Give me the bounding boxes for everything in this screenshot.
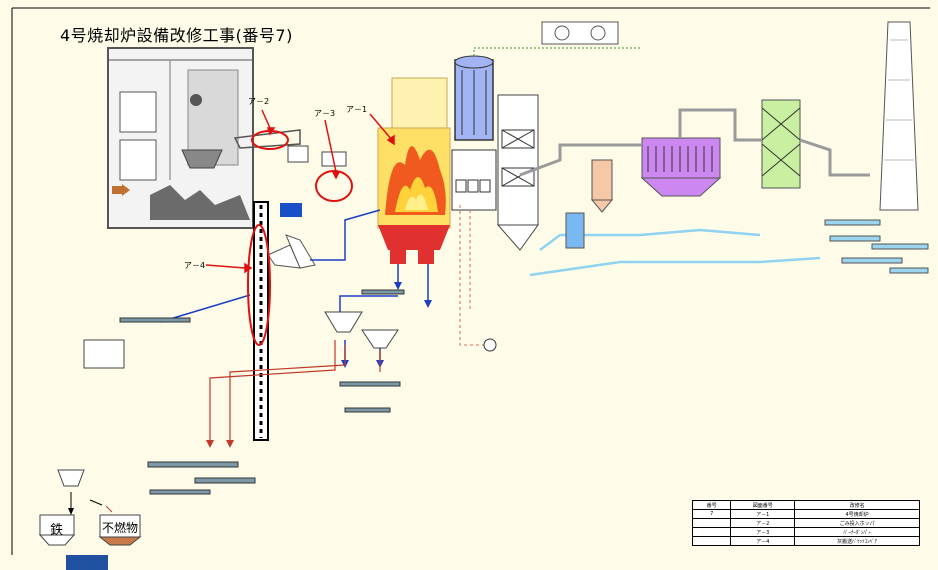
- legend-cell: [691, 518, 732, 528]
- legend-row: 7 ア－1 4号焼却炉: [691, 509, 920, 519]
- legend-header-name: 改修名: [794, 500, 920, 510]
- chimney-stack: [879, 21, 919, 211]
- product-hoppers: [38, 492, 142, 570]
- callout-circles: [247, 130, 353, 346]
- ash-hoppers: [57, 311, 399, 487]
- legend-cell: [691, 536, 732, 546]
- callout-leaders: [205, 109, 395, 274]
- fan-icon-2: [590, 25, 606, 41]
- bag-filter: [640, 137, 722, 197]
- boiler: [451, 55, 497, 211]
- reagent-pipes: [529, 228, 821, 277]
- ash-conveyors: [119, 289, 405, 495]
- incinerator: [377, 77, 451, 264]
- fan-icon: [554, 25, 570, 41]
- callout-ellipse-3: [315, 170, 353, 202]
- marker-a1: ア－1: [346, 105, 368, 114]
- marker-a2: ア－2: [248, 97, 270, 106]
- legend-cell: ﾊﾞｰﾅｰﾀﾞﾝﾊﾟｰ: [794, 527, 920, 537]
- callout-ellipse-4: [247, 224, 271, 346]
- legend-cell: 灰搬送ﾊﾞｹｯﾄｺﾝﾍﾞｱ: [794, 536, 920, 546]
- hopper-label-iron: 鉄: [50, 523, 64, 538]
- silo-2: [565, 212, 585, 249]
- legend-row: ア－2 ごみ投入ホッパ: [691, 518, 920, 528]
- right-conveyors: [824, 219, 929, 274]
- scrubber-tower: [761, 99, 801, 189]
- red-discharge-lines: [209, 340, 381, 440]
- bucket-elevator: [253, 201, 316, 441]
- marker-a4: ア－4: [184, 261, 206, 270]
- marker-a3: ア－3: [314, 109, 336, 118]
- silo-1: [591, 159, 613, 201]
- hopper-label-nonflammable: 不燃物: [102, 521, 139, 535]
- gas-cooler: [496, 94, 539, 251]
- legend-header-number: 番号: [691, 500, 732, 510]
- legend-cell: ごみ投入ホッパ: [794, 518, 920, 528]
- legend-header-drawing: 図面番号: [730, 500, 796, 510]
- dashed-feed-lines: [459, 205, 490, 346]
- legend-cell: [691, 527, 732, 537]
- legend-row: ア－4 灰搬送ﾊﾞｹｯﾄｺﾝﾍﾞｱ: [691, 536, 920, 546]
- legend-cell: ア－1: [730, 509, 796, 519]
- flue-gas-ducts: [519, 108, 870, 177]
- cooling-fan-unit: [473, 21, 640, 56]
- legend-cell: 4号焼却炉: [794, 509, 920, 519]
- crane-grab-icon: [190, 94, 202, 106]
- legend-row: ア－3 ﾊﾞｰﾅｰﾀﾞﾝﾊﾟｰ: [691, 527, 920, 537]
- legend-cell: ア－2: [730, 518, 796, 528]
- legend-table: 番号 図面番号 改修名 7 ア－1 4号焼却炉 ア－2 ごみ投入ホッパ ア－3 …: [691, 500, 920, 546]
- legend-cell: ア－3: [730, 527, 796, 537]
- legend-header-row: 番号 図面番号 改修名: [691, 500, 920, 510]
- legend-cell: ア－4: [730, 536, 796, 546]
- truck-icon: [66, 555, 108, 570]
- page-title: 4号焼却炉設備改修工事(番号7): [60, 26, 293, 45]
- legend-cell: 7: [691, 509, 732, 519]
- elevator-head-icon: [280, 203, 302, 217]
- waste-pit-building: [107, 47, 254, 229]
- pump-icon: [483, 338, 497, 352]
- red-arrowheads: [206, 440, 234, 448]
- inlet-arrow-icon: [112, 186, 122, 194]
